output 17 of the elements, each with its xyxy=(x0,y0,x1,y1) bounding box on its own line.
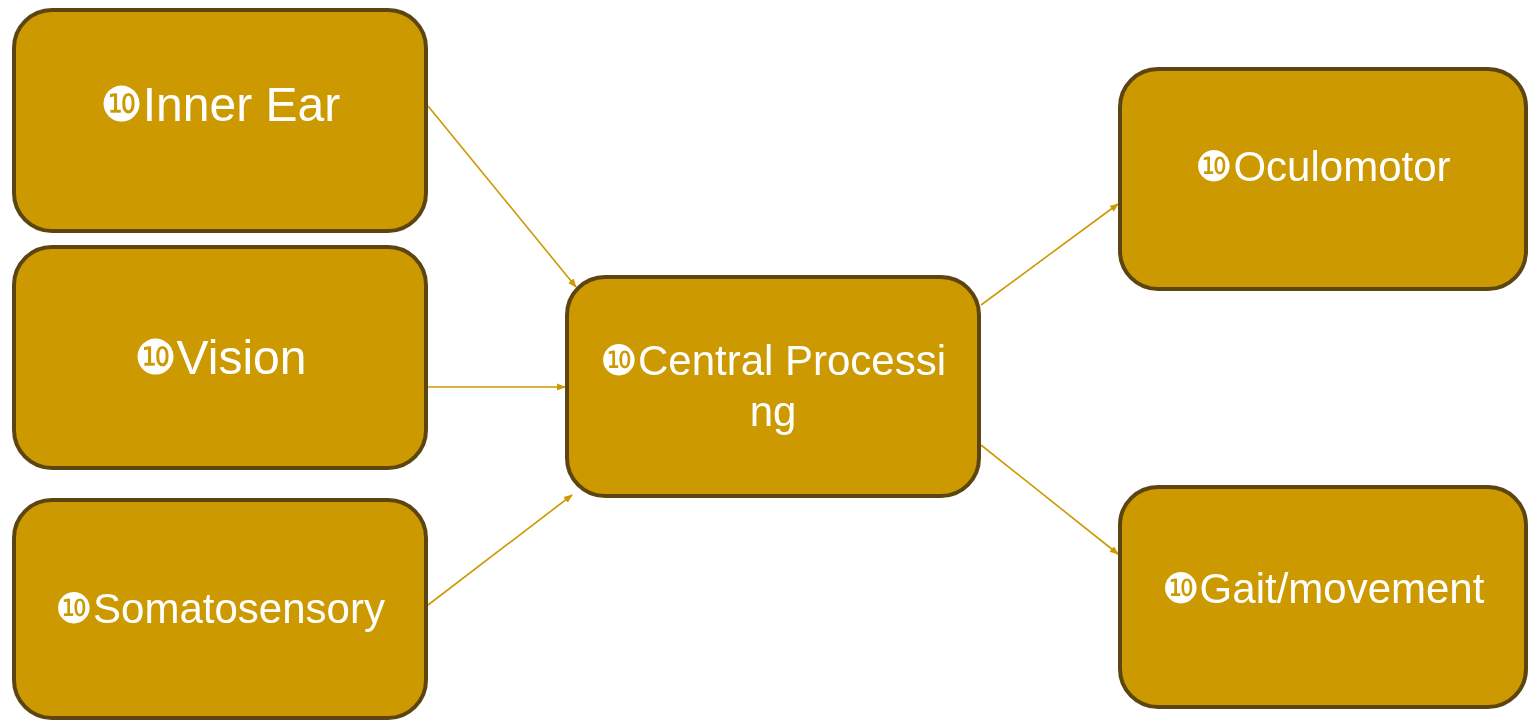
arrow xyxy=(427,494,573,606)
process-box xyxy=(565,275,981,498)
box-label: ❿Central Processing xyxy=(598,336,948,437)
box-label: ❿Inner Ear xyxy=(99,76,341,133)
process-box xyxy=(1118,485,1528,709)
box-label: ❿Vision xyxy=(133,329,307,386)
arrow xyxy=(427,383,566,391)
arrow xyxy=(980,203,1119,306)
process-box xyxy=(12,498,428,720)
box-label: ❿Gait/movement xyxy=(1161,563,1485,614)
process-box xyxy=(12,245,428,470)
arrow xyxy=(427,105,577,288)
arrow xyxy=(980,444,1119,555)
process-box xyxy=(12,8,428,233)
process-box xyxy=(1118,67,1528,291)
box-label: ❿Oculomotor xyxy=(1195,141,1451,192)
box-label: ❿Somatosensory xyxy=(55,583,385,634)
